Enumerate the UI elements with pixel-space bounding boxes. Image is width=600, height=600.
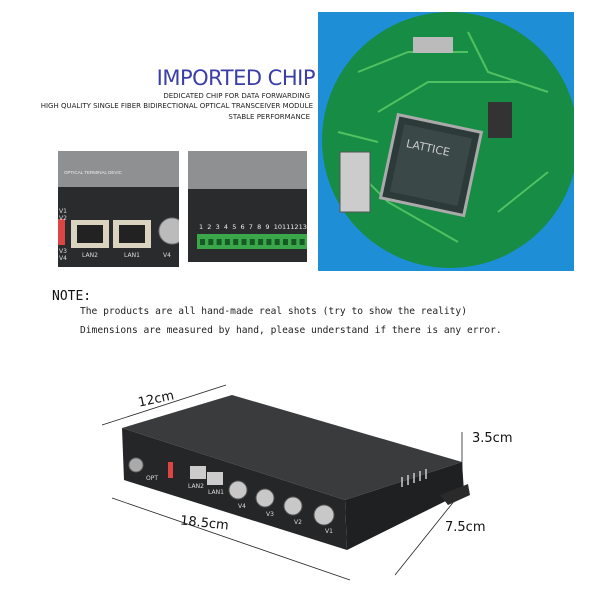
opt-connector (128, 457, 144, 473)
port-label: OPT (146, 475, 158, 482)
terminal-screw (233, 239, 239, 245)
port-label: LAN1 (208, 489, 224, 496)
chip: LATTICE (378, 112, 484, 218)
terminal-screw (258, 239, 264, 245)
terminal-number: 8 (257, 223, 261, 231)
device-side (345, 462, 464, 550)
port-label: V3 (266, 511, 274, 518)
bnc-v4 (228, 480, 248, 500)
terminal-number: 5 (232, 223, 236, 231)
terminal-screw (283, 239, 288, 245)
terminal-number: 11 (282, 223, 290, 231)
port-label: LAN2 (188, 483, 204, 490)
feature-line: DEDICATED CHIP FOR DATA FORWARDING (163, 92, 310, 100)
device-top (122, 395, 462, 500)
note-line: Dimensions are measured by hand, please … (80, 325, 502, 336)
terminal-number: 13 (299, 223, 307, 231)
terminal-number: 12 (290, 223, 298, 231)
port-label: V4 (163, 252, 171, 259)
indicator-label: V1 (59, 208, 67, 215)
terminal-screw (216, 239, 222, 245)
bnc-connector (158, 217, 179, 245)
port-label: LAN1 (124, 252, 140, 259)
port-closeup-left: OPTICAL TERMINAL DEVIC V1 V2 V3 V4 LAN2 … (58, 151, 179, 269)
dimension-height: 3.5cm (472, 431, 513, 446)
port-label: V1 (325, 528, 333, 535)
port-label: V4 (238, 503, 246, 510)
note-line: The products are all hand-made real shot… (80, 306, 467, 317)
device-label: OPTICAL TERMINAL DEVIC (64, 170, 123, 175)
note-heading: NOTE: (52, 289, 92, 304)
bnc-v1 (313, 504, 335, 526)
terminal-screw (266, 239, 272, 245)
terminal-number: 4 (224, 223, 228, 231)
terminal-number: 1 (199, 223, 203, 231)
lan2-port (190, 466, 206, 479)
chip-photo: LATTICE (318, 12, 574, 271)
port-label: LAN2 (82, 252, 98, 259)
terminal-screw (200, 239, 205, 245)
terminal-screw (224, 239, 230, 245)
terminal-screw (241, 239, 247, 245)
bnc-v2 (283, 496, 303, 516)
lan1-port (207, 472, 223, 485)
terminal-number: 3 (216, 223, 220, 231)
terminal-screw (208, 239, 214, 245)
terminal-number: 9 (265, 223, 269, 231)
indicator-label: V2 (59, 215, 67, 222)
terminal-screw (291, 239, 297, 245)
terminal-number: 10 (274, 223, 282, 231)
terminal-screw (274, 239, 280, 245)
indicator-label: V4 (59, 255, 67, 262)
feature-line: HIGH QUALITY SINGLE FIBER BIDIRECTIONAL … (40, 102, 313, 110)
indicator-label: V3 (59, 248, 67, 255)
pin-header (339, 151, 371, 213)
port-label: V2 (294, 519, 302, 526)
terminal-number: 6 (241, 223, 245, 231)
section-title: IMPORTED CHIP (156, 66, 316, 90)
terminal-number: 7 (249, 223, 253, 231)
terminal-screw (299, 239, 305, 245)
bnc-v3 (255, 488, 275, 508)
terminal-number: 2 (207, 223, 211, 231)
dimension-side: 7.5cm (445, 520, 486, 535)
feature-line: STABLE PERFORMANCE (228, 113, 310, 121)
terminal-screw (249, 239, 255, 245)
